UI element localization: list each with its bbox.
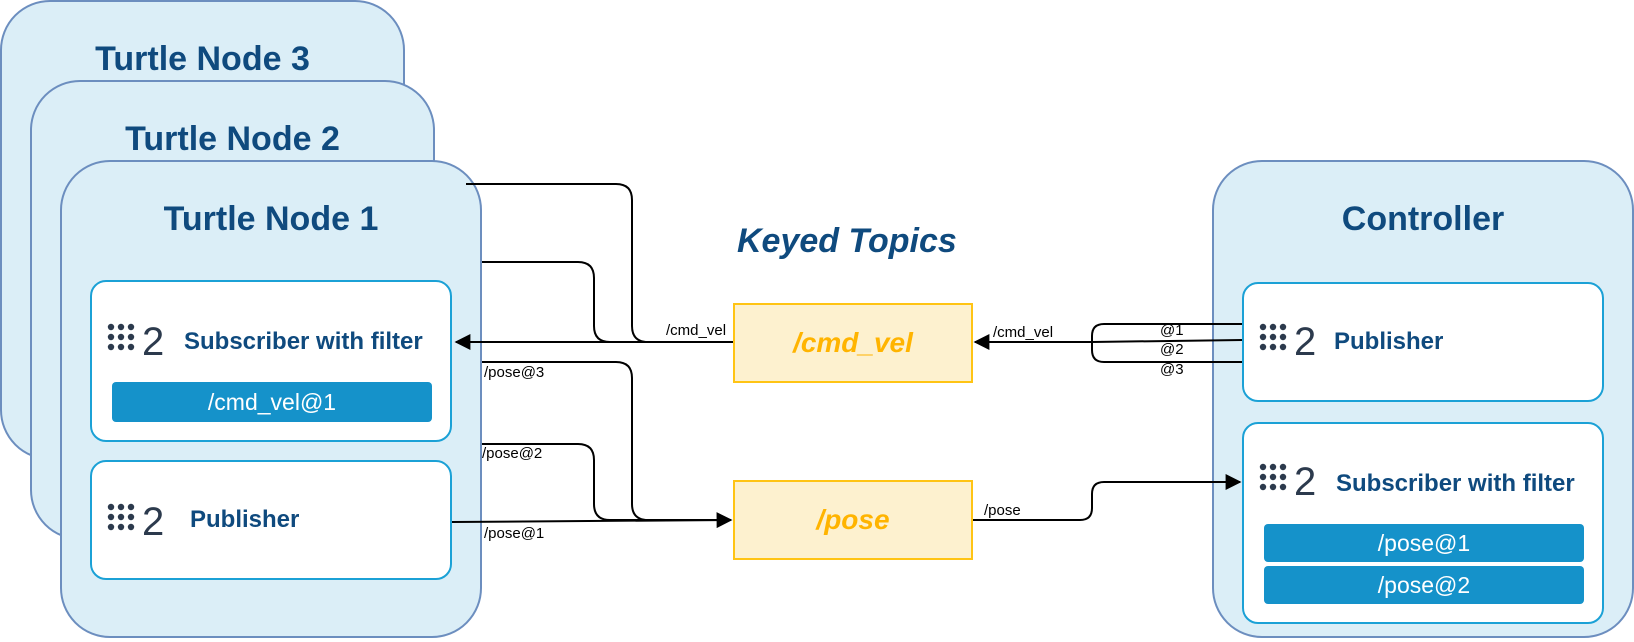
pose-topic-label: /pose bbox=[816, 504, 890, 535]
svg-text:2: 2 bbox=[142, 500, 164, 544]
edge-key1 bbox=[1091, 323, 1242, 342]
turtle-node-3-title: Turtle Node 3 bbox=[95, 40, 310, 78]
label-cmd-vel-right: /cmd_vel bbox=[993, 324, 1054, 341]
turtle-subscriber-filter: /cmd_vel@1 bbox=[112, 382, 432, 422]
dds-logo-icon: 2 bbox=[1259, 460, 1316, 504]
controller-subscriber-box: 2 Subscriber with filter /pose@1 /pose@2 bbox=[1242, 422, 1604, 624]
turtle-subscriber-label: Subscriber with filter bbox=[184, 328, 423, 355]
edge-key3 bbox=[1091, 342, 1242, 363]
label-cmd-vel-left: /cmd_vel bbox=[666, 322, 727, 339]
dds-logo-icon: 2 bbox=[1259, 320, 1316, 364]
pose-topic: /pose bbox=[733, 480, 973, 560]
label-pose3: /pose@3 bbox=[484, 364, 545, 381]
label-key1: @1 bbox=[1160, 322, 1184, 339]
keyed-topics-title: Keyed Topics bbox=[737, 222, 957, 260]
edge-cmd-vel-to-turtle2 bbox=[482, 261, 733, 343]
label-pose2: /pose@2 bbox=[482, 445, 543, 462]
turtle-publisher-box: 2 Publisher bbox=[90, 460, 452, 580]
dds-logo-icon: 2 bbox=[107, 500, 164, 544]
controller-subscriber-label: Subscriber with filter bbox=[1336, 470, 1575, 497]
edge-key2 bbox=[1091, 339, 1243, 343]
cmd-vel-topic-label: /cmd_vel bbox=[793, 327, 913, 358]
controller-publisher-label: Publisher bbox=[1334, 328, 1444, 355]
label-pose1: /pose@1 bbox=[484, 525, 545, 542]
label-key3: @3 bbox=[1160, 361, 1184, 378]
cmd-vel-topic: /cmd_vel bbox=[733, 303, 973, 383]
controller-filter-pose2: /pose@2 bbox=[1264, 566, 1584, 604]
label-key2: @2 bbox=[1160, 341, 1184, 358]
edge-pose3 bbox=[482, 361, 731, 521]
edge-pose-to-controller bbox=[973, 474, 1242, 521]
turtle-node-2-title: Turtle Node 2 bbox=[125, 120, 340, 158]
label-pose-right: /pose bbox=[984, 502, 1021, 519]
turtle-node-1-title: Turtle Node 1 bbox=[163, 200, 379, 238]
dds-logo-icon: 2 bbox=[107, 320, 164, 364]
controller-publisher-box: 2 Publisher bbox=[1242, 282, 1604, 402]
svg-text:2: 2 bbox=[142, 320, 164, 364]
svg-text:2: 2 bbox=[1294, 320, 1316, 364]
turtle-subscriber-box: 2 Subscriber with filter /cmd_vel@1 bbox=[90, 280, 452, 442]
edge-pose2 bbox=[482, 443, 731, 521]
controller-filter-pose1: /pose@1 bbox=[1264, 524, 1584, 562]
turtle-publisher-label: Publisher bbox=[190, 506, 300, 533]
controller-title: Controller bbox=[1341, 200, 1505, 238]
svg-text:2: 2 bbox=[1294, 460, 1316, 504]
